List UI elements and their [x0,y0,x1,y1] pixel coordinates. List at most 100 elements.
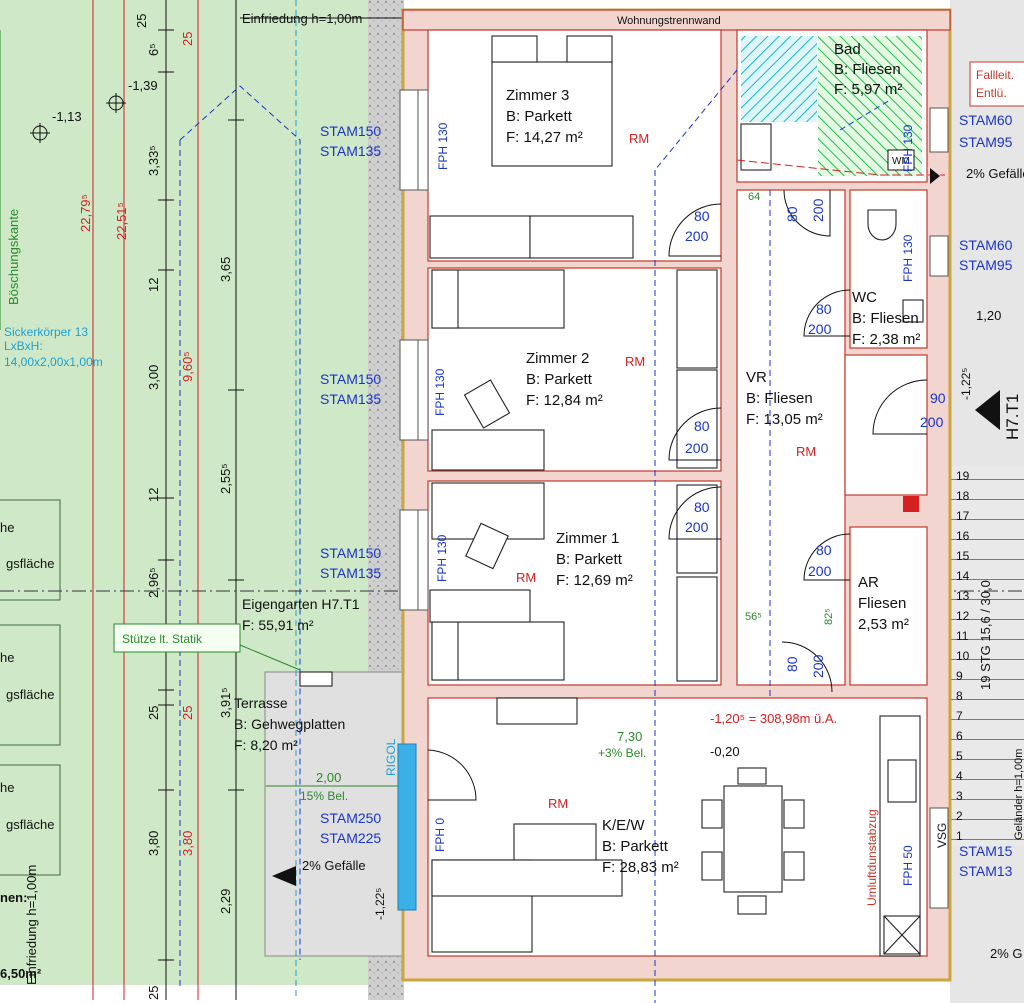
stair-step: 5 [956,749,963,763]
flaeche-2: gsfläche [6,687,54,702]
smoke-alarm [903,496,919,512]
dim-left: 3,65 [218,257,233,282]
room-floor-ar: Fliesen [858,595,906,612]
door-width: 90 [930,390,946,406]
dim-inner: 56⁵ [745,611,762,623]
dim-left-red: 3,80 [180,831,195,856]
dim-left: 3,00 [146,365,161,390]
window-lower: STAM135 [320,143,381,159]
dim-left: 25 [146,986,161,1000]
dim-left: 25 [146,706,161,720]
level-1225-b: -1,22⁵ [959,368,973,400]
door-height: 200 [810,198,826,222]
garden-area-label: F: 55,91 m² [242,617,314,633]
window-upper: STAM250 [320,810,381,826]
column-tag-box [113,623,241,653]
room-name-zimmer3: Zimmer 3 [506,87,569,104]
furniture [429,35,924,957]
window-fph: FPH 130 [901,124,915,172]
stair-step: 10 [956,649,970,663]
window-upper: STAM150 [320,123,381,139]
terrace-name: Terrasse [234,695,288,711]
embankment-label: Böschungskante [6,209,21,305]
stair-step: 12 [956,609,970,623]
dim-left: 12 [146,488,161,502]
stair-side: Geländer h=1,00m [1013,749,1024,840]
left-area: 6,50m² [0,966,42,981]
level-020: -0,20 [710,744,740,759]
dim-left: 3,80 [146,831,161,856]
room-floor-zimmer3: B: Parkett [506,108,573,125]
dim-730: 7,30 [617,729,642,744]
room-area-wc: F: 2,38 m² [852,331,920,348]
room-area-zimmer2: F: 12,84 m² [526,392,603,409]
room-area-vr: F: 13,05 m² [746,411,823,428]
downpipe-tag-box [969,61,1024,107]
room-floor-bad: B: Fliesen [834,61,901,78]
level-113: -1,13 [52,109,82,124]
downpipe-2: Entlü. [976,86,1007,100]
column-tag-label: Stütze lt. Statik [122,632,203,646]
window-fph: FPH 130 [435,534,449,582]
room-name-zimmer1: Zimmer 1 [556,530,619,547]
fall-arrow-right [930,168,940,184]
window-fph: FPH 130 [901,234,915,282]
dim-left: 2,29 [218,889,233,914]
dim-left-red: 22,51⁵ [114,202,129,240]
left-e1: he [0,520,14,535]
left-e2: he [0,650,14,665]
slope-arrow [272,866,296,886]
room-name-zimmer2: Zimmer 2 [526,350,589,367]
door-width: 80 [784,206,800,222]
stair-spec: 19 STG 15,6 / 30,0 [978,580,993,690]
door-height: 200 [808,563,832,579]
dim-left-red: 9,60⁵ [180,351,195,382]
rm-marker: RM [516,570,536,585]
dim-120: 1,20 [976,308,1001,323]
door-height: 200 [685,519,709,535]
flaeche-3: gsfläche [6,817,54,832]
fence-side-label: Einfriedung h=1,00m [24,865,39,985]
window-lower: STAM225 [320,830,381,846]
room-area-kew: F: 28,83 m² [602,859,679,876]
window-fph: FPH 0 [433,818,447,852]
stair-step: 19 [956,469,970,483]
fall-right: 2% Gefälle [966,166,1024,181]
room-name-kew: K/E/W [602,817,645,834]
window-upper: STAM15 [959,843,1013,859]
terrace-fall: 2% Gefälle [302,858,366,873]
door-width: 80 [784,656,800,672]
window-upper: STAM60 [959,237,1013,253]
vsg-label: VSG [935,823,949,848]
dim-inner: 82⁵ [823,608,835,625]
room-area-ar: 2,53 m² [858,616,909,633]
rm-marker: RM [625,354,645,369]
door-width: 80 [694,418,710,434]
room-floor-zimmer1: B: Parkett [556,551,623,568]
stair-step: 11 [956,629,969,643]
door-height: 200 [685,228,709,244]
stair-step: 14 [956,569,970,583]
stair-step: 13 [956,589,970,603]
main-level: -1,20⁵ = 308,98m ü.A. [710,711,837,726]
downpipe-1: Fallleit. [976,68,1014,82]
dim-left: 3,33⁵ [146,145,161,176]
terrace-width: 2,00 [316,770,341,785]
column [299,671,333,687]
stair-tag: H7.T1 [1003,394,1022,440]
room-name-ar: AR [858,574,879,591]
window-fph: FPH 130 [436,122,450,170]
terrace-area: F: 8,20 m² [234,737,298,753]
room-floor-wc: B: Fliesen [852,310,919,327]
terrace-floor: B: Gehwegplatten [234,716,345,732]
stair-step: 8 [956,689,963,703]
glazed-door [397,743,417,911]
stair-arrow [975,390,1000,430]
room-name-bad: Bad [834,41,861,58]
seepage-line-2: LxBxH: [4,339,43,353]
window-frames [399,89,949,909]
door-height: 200 [810,654,826,678]
room-name-wc: WC [852,289,877,306]
stair-treads [950,466,1024,846]
